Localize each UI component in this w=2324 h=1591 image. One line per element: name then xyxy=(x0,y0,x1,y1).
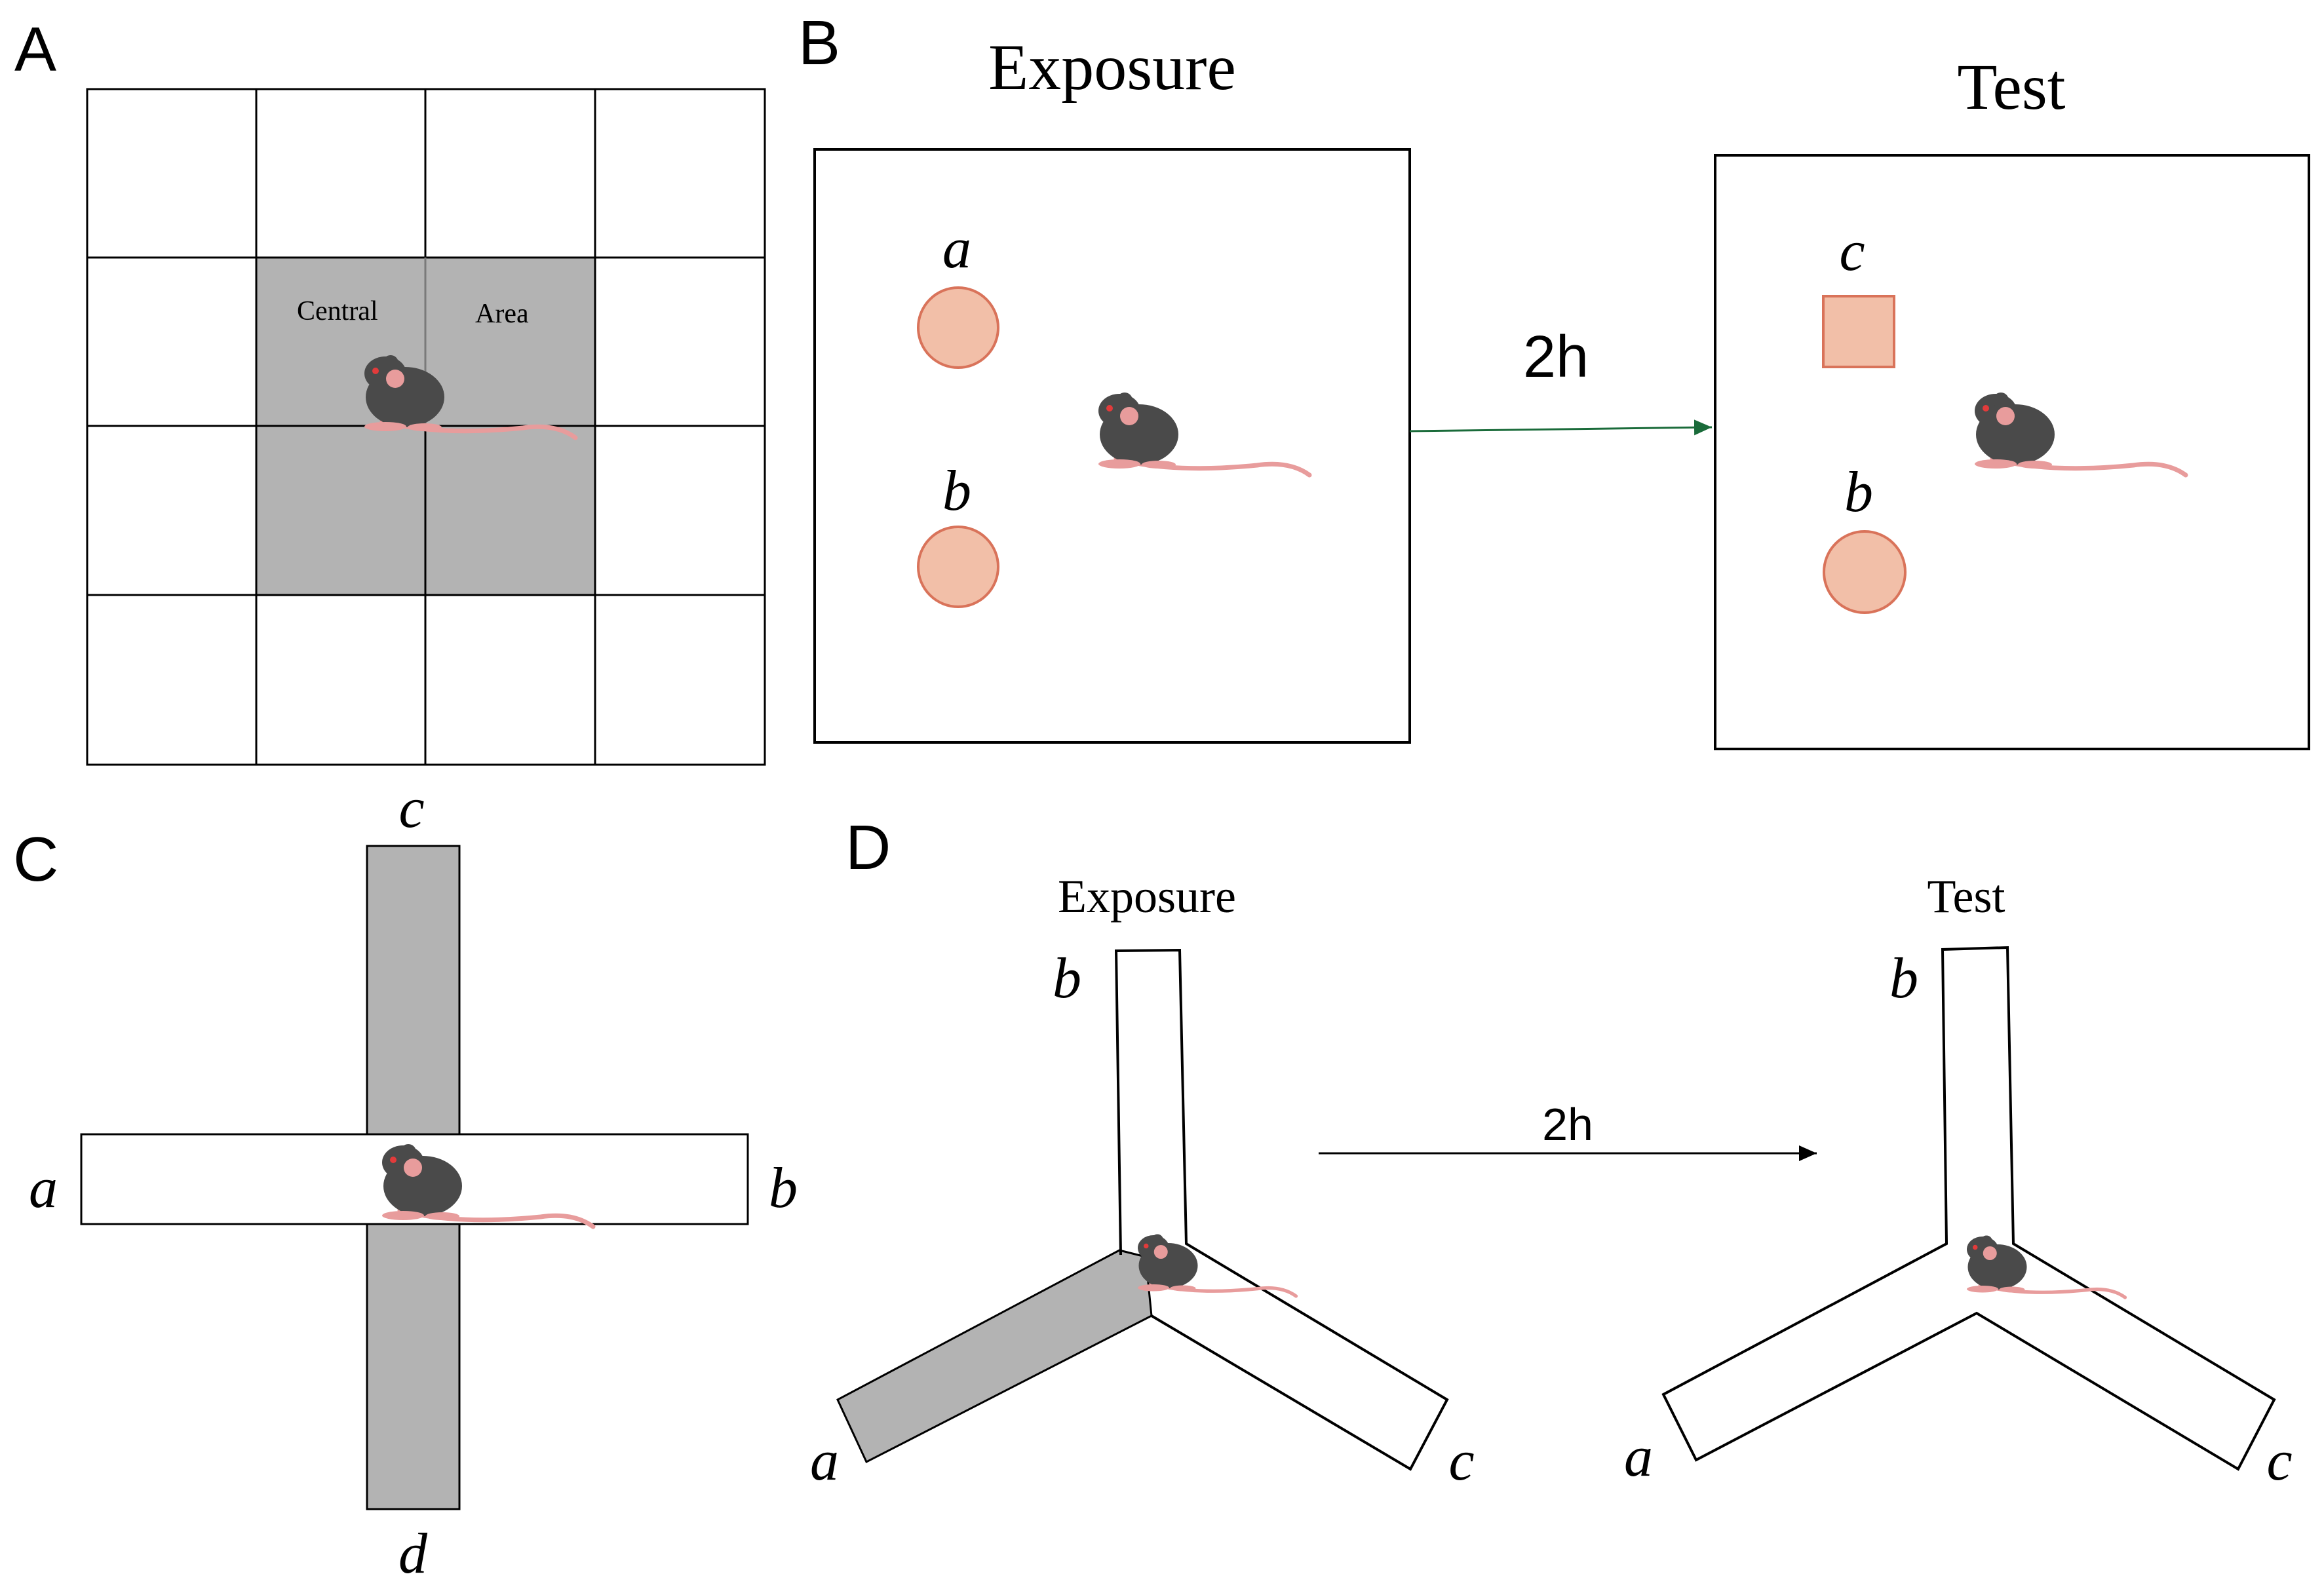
y-test-label-b: b xyxy=(1889,947,1918,1010)
y-test-label-a: a xyxy=(1624,1425,1653,1489)
interval-arrow xyxy=(1409,419,1713,436)
mouse-icon xyxy=(1098,393,1309,475)
object-c xyxy=(1822,295,1895,368)
area-label: Area xyxy=(475,299,529,329)
panel-d: D Exposure Test b a c 2h b a c xyxy=(810,813,2293,1493)
y-maze-exposure-outline xyxy=(1114,948,1449,1471)
object-a xyxy=(917,286,999,369)
y-test-label-c: c xyxy=(2266,1429,2292,1493)
central-label: Central xyxy=(297,296,378,326)
mouse-icon xyxy=(1138,1235,1296,1297)
interval-label: 2h xyxy=(1523,324,1589,390)
y-exposure-label-b: b xyxy=(1053,947,1081,1010)
test-object-c-label: c xyxy=(1839,220,1865,283)
y-interval-label: 2h xyxy=(1542,1099,1593,1150)
panel-a-letter: A xyxy=(14,14,56,85)
panel-b: B Exposure Test a b c b 2h xyxy=(798,8,2310,750)
test-object-b-label: b xyxy=(1844,461,1873,524)
y-maze-test-outline xyxy=(1661,946,2276,1471)
test-title: Test xyxy=(1957,50,2065,123)
arm-label-right: b xyxy=(769,1157,798,1220)
exposure-arena xyxy=(813,148,1411,744)
arm-label-bottom: d xyxy=(398,1522,428,1586)
test-arena xyxy=(1714,154,2310,750)
mouse-icon xyxy=(1975,393,2186,475)
y-exposure-label-c: c xyxy=(1448,1429,1474,1493)
blocked-arm-a xyxy=(836,1249,1153,1464)
panel-c: C c d a b xyxy=(13,776,798,1586)
object-b-label: b xyxy=(942,459,971,523)
panel-d-letter: D xyxy=(845,813,891,883)
arm-label-top: c xyxy=(398,776,424,840)
exposure-title: Exposure xyxy=(988,31,1236,104)
y-maze-test-title: Test xyxy=(1927,870,2005,923)
object-b xyxy=(917,526,999,608)
panel-a: A Central Area xyxy=(14,14,766,766)
y-exposure-label-a: a xyxy=(810,1429,839,1493)
panel-c-letter: C xyxy=(13,824,58,894)
test-object-b xyxy=(1823,530,1907,614)
y-maze-exposure-title: Exposure xyxy=(1058,870,1236,923)
panel-b-letter: B xyxy=(798,8,840,78)
object-a-label: a xyxy=(942,217,971,280)
arm-label-left: a xyxy=(29,1157,58,1220)
